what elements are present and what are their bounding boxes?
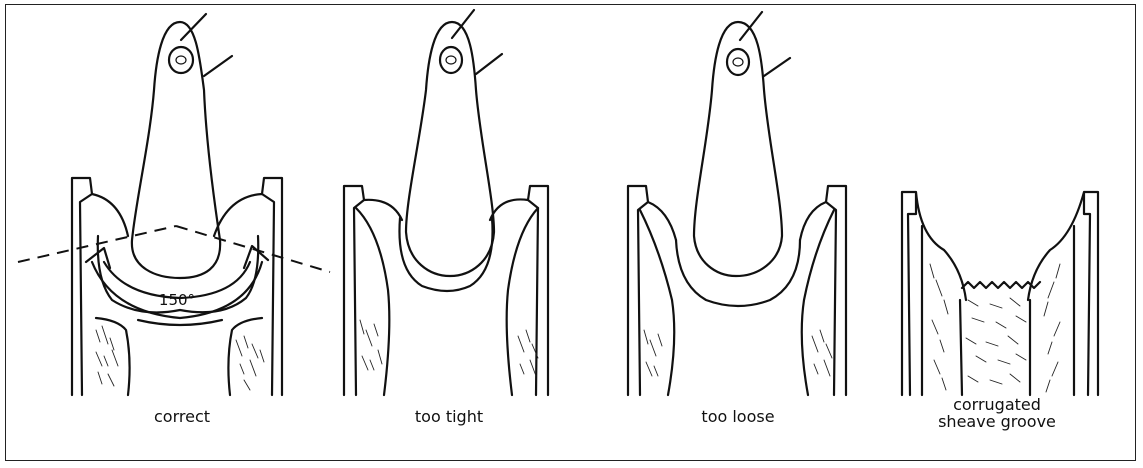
- angle-label: 150°: [159, 291, 195, 309]
- tangent-line-right: [176, 226, 330, 272]
- tangent-line-left: [18, 226, 176, 262]
- rope-section: [694, 22, 782, 276]
- groove-lower-right: [802, 210, 834, 395]
- sheave-left-wall: [902, 192, 966, 395]
- hatch-right: [812, 330, 832, 376]
- sheave-right-wall: [214, 178, 282, 395]
- sheave-right-wall: [1028, 192, 1098, 395]
- caption-correct: correct: [137, 408, 227, 425]
- rope-eye-outer: [440, 47, 462, 73]
- rope-strand-lines: [452, 10, 502, 74]
- hatch-left: [644, 330, 662, 376]
- hatch-left: [930, 264, 948, 390]
- hatch-right: [518, 330, 538, 376]
- hatch-right: [1044, 264, 1060, 392]
- hatch-right: [236, 336, 264, 390]
- rope-eye-inner: [733, 58, 743, 66]
- groove-lower-right: [507, 208, 538, 395]
- rope-section: [406, 22, 494, 276]
- panel-correct-drawing: [18, 14, 330, 395]
- rope-strand-lines: [181, 14, 232, 76]
- corrugation-marks: [966, 298, 1026, 384]
- sheave-left-wall: [344, 186, 402, 395]
- groove-curve: [676, 240, 800, 306]
- groove-wall-right: [1030, 226, 1074, 395]
- hatch-left: [360, 320, 382, 370]
- hatch-left: [96, 326, 118, 386]
- groove-wall-left: [922, 226, 962, 395]
- groove-lower-left: [640, 210, 674, 395]
- hub-center: [138, 320, 222, 325]
- caption-corrugated: corrugated sheave groove: [927, 396, 1067, 430]
- rope-eye-inner: [176, 56, 186, 64]
- rope-eye-outer: [169, 47, 193, 73]
- corrugated-bottom: [962, 282, 1040, 288]
- rope-eye-outer: [727, 49, 749, 75]
- panel-too-loose-drawing: [628, 12, 846, 395]
- caption-too-tight: too tight: [404, 408, 494, 425]
- caption-corrugated-line2: sheave groove: [927, 413, 1067, 430]
- caption-too-loose: too loose: [688, 408, 788, 425]
- rope-eye-inner: [446, 56, 456, 64]
- panel-too-tight-drawing: [344, 10, 548, 395]
- caption-corrugated-line1: corrugated: [927, 396, 1067, 413]
- panel-corrugated-drawing: [902, 192, 1098, 395]
- sheave-right-wall: [490, 186, 548, 395]
